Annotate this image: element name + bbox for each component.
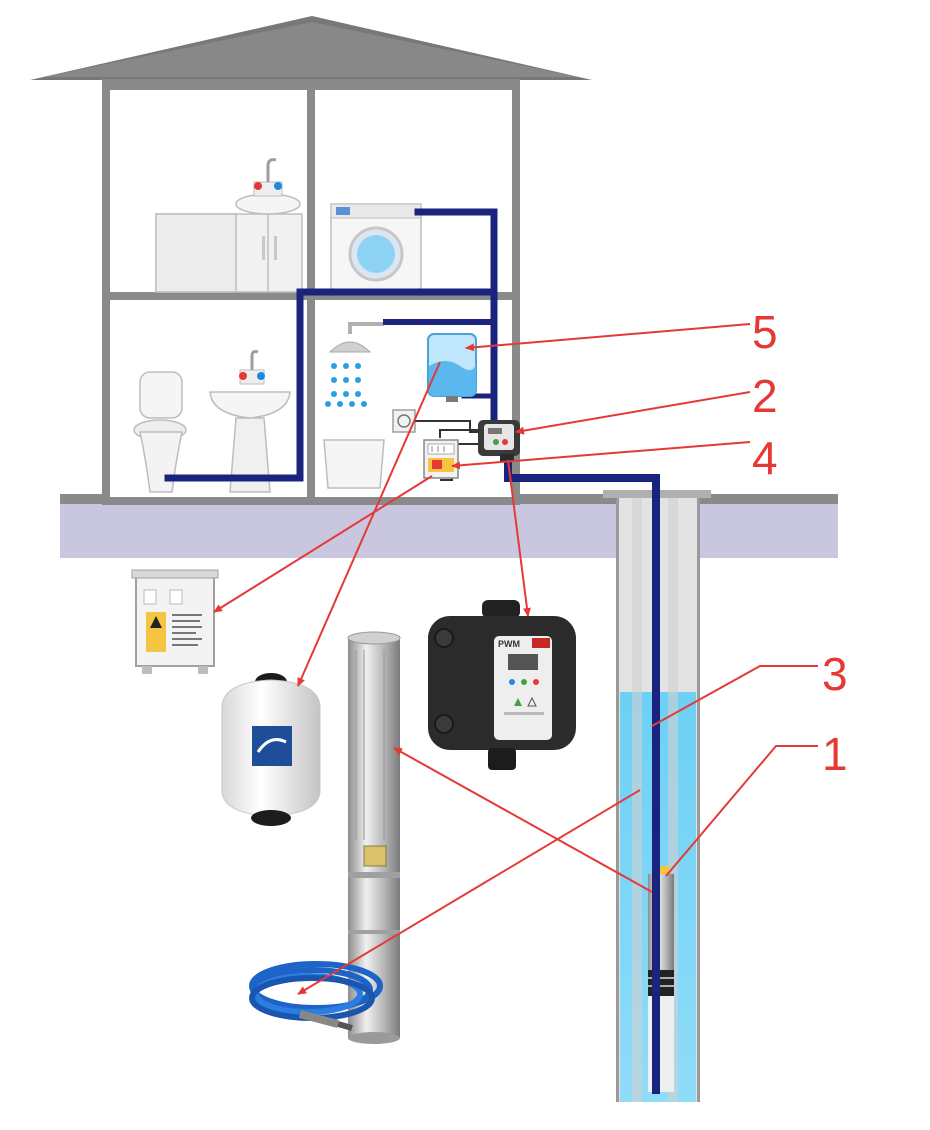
shower-icon — [325, 322, 384, 407]
callout-label-1: 1 — [822, 728, 848, 780]
pointer-arrows — [213, 323, 818, 995]
pressure-tank-small-icon — [427, 333, 477, 402]
pressure-tank-icon — [221, 673, 321, 826]
callout-label-2: 2 — [752, 370, 778, 422]
roof — [30, 16, 592, 80]
control-box-small-icon — [423, 439, 459, 479]
submersible-pump-in-well — [648, 866, 674, 1092]
sink-upper-icon — [235, 158, 301, 215]
socket-icon — [392, 409, 416, 433]
washbasin-icon — [209, 350, 291, 493]
controller-brand-label: PWM — [498, 639, 520, 649]
callout-labels: 5 2 4 3 1 — [752, 306, 848, 780]
pressure-controller-small-icon — [478, 420, 520, 462]
callout-label-5: 5 — [752, 306, 778, 358]
callout-label-4: 4 — [752, 432, 778, 484]
washing-machine-icon — [330, 203, 422, 291]
bathtub-icon — [323, 439, 385, 489]
water-hose-icon — [249, 961, 383, 1031]
pressure-controller-icon: PWM — [428, 600, 576, 770]
control-box-icon — [131, 569, 219, 674]
vanity-cabinet — [155, 213, 303, 293]
callout-label-3: 3 — [822, 648, 848, 700]
